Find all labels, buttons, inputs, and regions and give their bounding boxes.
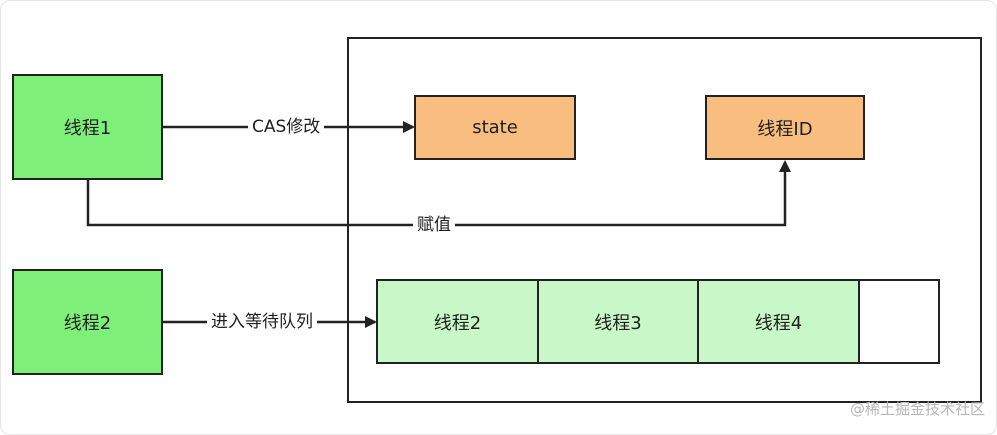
watermark: @稀土掘金技术社区 [849, 400, 985, 418]
queue-cell-1: 线程2 [376, 279, 539, 364]
cas-label: CAS修改 [248, 116, 325, 138]
thread-id-node: 线程ID [705, 95, 865, 160]
aqs-container [347, 37, 982, 403]
thread1-node: 线程1 [12, 74, 163, 180]
queue-cell-3: 线程4 [697, 279, 860, 364]
thread1-label: 线程1 [63, 118, 112, 139]
thread2-node: 线程2 [12, 269, 163, 375]
queue-cell-2: 线程3 [537, 279, 699, 364]
state-node: state [414, 95, 576, 160]
thread2-label: 线程2 [63, 313, 112, 334]
queue-cell-1-label: 线程2 [433, 312, 482, 334]
queue-cell-2-label: 线程3 [594, 312, 642, 334]
thread-id-label: 线程ID [757, 118, 813, 140]
queue-cell-4 [858, 279, 940, 364]
queue-cell-3-label: 线程4 [754, 312, 803, 334]
state-label: state [472, 117, 518, 138]
assign-label: 赋值 [413, 214, 455, 236]
enqueue-label: 进入等待队列 [207, 311, 317, 333]
